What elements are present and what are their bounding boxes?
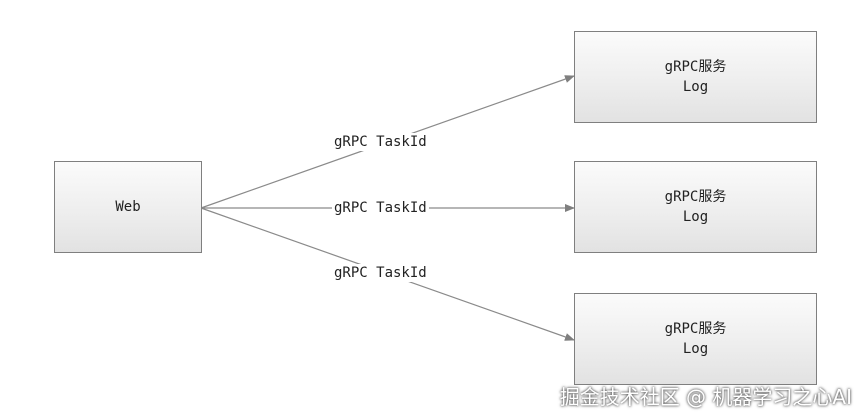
watermark-text: 掘金技术社区 @ 机器学习之心AI (559, 385, 852, 409)
service-name-label: gRPC服务 (664, 59, 727, 75)
service-name-label: gRPC服务 (664, 189, 727, 205)
web-node-label: Web (115, 199, 141, 215)
service-log-label: Log (682, 341, 709, 357)
service-log-label: Log (682, 79, 709, 95)
grpc-service-node-1: gRPC服务 Log (574, 31, 817, 123)
edge-label-3: gRPC TaskId (332, 264, 429, 282)
edge-label-2: gRPC TaskId (332, 199, 429, 217)
service-name-label: gRPC服务 (664, 321, 727, 337)
grpc-service-node-3: gRPC服务 Log (574, 293, 817, 385)
edge-label-1: gRPC TaskId (332, 133, 429, 151)
service-log-label: Log (682, 209, 709, 225)
grpc-service-node-2: gRPC服务 Log (574, 161, 817, 253)
web-node: Web (54, 161, 202, 253)
